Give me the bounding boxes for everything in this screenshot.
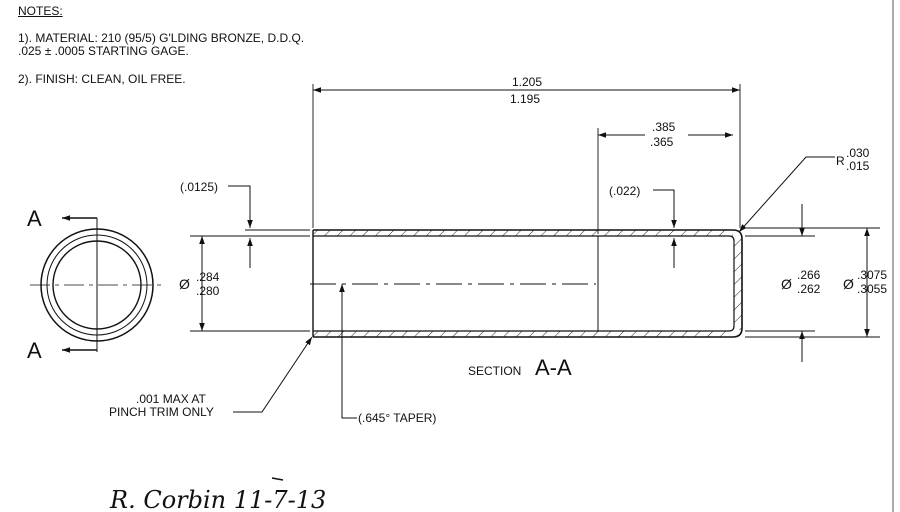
notes-title: NOTES: bbox=[18, 4, 63, 18]
section-label-small: SECTION bbox=[468, 364, 521, 378]
note-material-line2: .025 ± .0005 STARTING GAGE. bbox=[18, 44, 189, 58]
end-wall-hatch bbox=[734, 238, 742, 330]
signature: R. Corbin 11-7-13 bbox=[109, 486, 326, 512]
end-wall-ref-label: (.022) bbox=[609, 184, 640, 198]
bottom-wall-hatch bbox=[313, 331, 733, 337]
outer-dia-lower: .3055 bbox=[857, 282, 887, 296]
wall-ref-leader bbox=[228, 185, 253, 228]
radius-leader bbox=[738, 156, 835, 233]
end-length-lower: .365 bbox=[650, 135, 674, 149]
tube-outer-profile bbox=[313, 229, 743, 338]
end-inner-dia-upper: .266 bbox=[797, 268, 821, 282]
note-finish: 2). FINISH: CLEAN, OIL FREE. bbox=[18, 72, 186, 86]
overall-length-lower: 1.195 bbox=[510, 92, 540, 106]
tube-section bbox=[310, 229, 743, 338]
end-length-upper: .385 bbox=[652, 120, 676, 134]
outer-dia-symbol: Ø bbox=[843, 276, 854, 292]
section-markers: A A bbox=[27, 206, 98, 363]
end-inner-dia-lower: .262 bbox=[797, 282, 821, 296]
inner-dia-upper: .284 bbox=[196, 270, 220, 284]
top-wall-hatch bbox=[313, 230, 733, 236]
radius-lower: .015 bbox=[846, 159, 870, 173]
inner-dia-symbol: Ø bbox=[179, 276, 190, 292]
taper-leader bbox=[339, 284, 357, 419]
section-label-big: A-A bbox=[535, 355, 572, 380]
overall-length-upper: 1.205 bbox=[512, 75, 542, 89]
pinch-trim-line1: .001 MAX AT bbox=[136, 392, 206, 406]
section-marker-bottom: A bbox=[27, 338, 42, 363]
end-inner-dia-symbol: Ø bbox=[781, 276, 792, 292]
radius-prefix: R bbox=[836, 154, 845, 168]
end-wall-ref-leader bbox=[653, 189, 677, 228]
extension-lines bbox=[190, 84, 880, 338]
radius-upper: .030 bbox=[846, 146, 870, 160]
pinch-trim-line2: PINCH TRIM ONLY bbox=[109, 405, 214, 419]
section-marker-top: A bbox=[27, 206, 42, 231]
tube-inner-profile bbox=[313, 235, 735, 332]
wall-ref-label: (.0125) bbox=[180, 180, 218, 194]
outer-dia-upper: .3075 bbox=[857, 268, 887, 282]
note-material-line1: 1). MATERIAL: 210 (95/5) G'LDING BRONZE,… bbox=[18, 31, 305, 45]
taper-callout: (.645° TAPER) bbox=[358, 411, 436, 425]
pinch-trim-leader bbox=[233, 336, 313, 413]
inner-dia-lower: .280 bbox=[196, 284, 220, 298]
dimension-lines bbox=[199, 87, 870, 419]
stray-mark bbox=[271, 477, 284, 481]
